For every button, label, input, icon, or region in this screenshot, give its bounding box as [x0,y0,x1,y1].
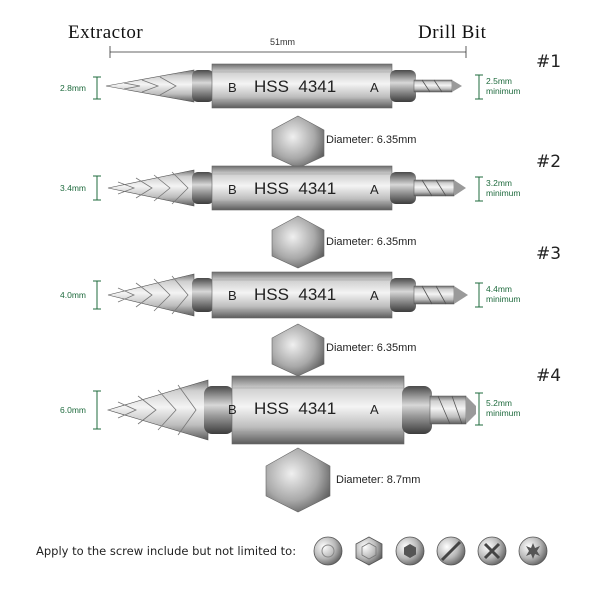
side-b-label-4: B [228,402,237,417]
bit-number-3: #3 [536,244,562,264]
diameter-1: Diameter: 6.35mm [326,134,417,146]
side-b-label-3: B [228,288,237,303]
side-a-label-2: A [370,182,379,197]
hex-head-screw-icon [355,536,383,566]
hex-shank-cross-section-4 [265,447,331,513]
marking-2: HSS 4341 [254,179,337,198]
extractor-size-1: 2.8mm [60,83,86,93]
side-a-label-4: A [370,402,379,417]
diameter-2: Diameter: 6.35mm [326,236,417,248]
side-a-label-1: A [370,80,379,95]
marking-3: HSS 4341 [254,285,337,304]
hex-shank-cross-section-3 [271,323,325,377]
round-stripped-screw-icon [313,536,343,566]
side-b-label-1: B [228,80,237,95]
extractor-bracket-2 [93,175,101,201]
extractor-header: Extractor [68,22,144,43]
length-label: 51mm [270,37,296,47]
bit-body-4 [106,375,476,445]
extractor-size-2: 3.4mm [60,183,86,193]
bit-body-1 [105,63,462,109]
torx-screw-icon [518,536,548,566]
length-dimension-line [109,46,467,58]
diameter-3: Diameter: 6.35mm [326,342,417,354]
hex-socket-screw-icon [395,536,425,566]
bit-number-1: #1 [536,52,562,72]
slotted-screw-icon [436,536,466,566]
extractor-size-3: 4.0mm [60,290,86,300]
bit-number-4: #4 [536,366,562,386]
extractor-bracket-4 [93,390,101,430]
extractor-bracket-3 [93,280,101,310]
drill-bracket-3 [475,282,483,308]
drill-bracket-2 [475,176,483,202]
side-b-label-2: B [228,182,237,197]
diameter-4: Diameter: 8.7mm [336,474,421,486]
drill-bracket-4 [475,392,483,426]
extractor-bracket-1 [93,76,101,100]
bit-number-2: #2 [536,152,562,172]
extractor-size-4: 6.0mm [60,405,86,415]
phillips-screw-icon [477,536,507,566]
marking-4: HSS 4341 [254,399,337,418]
side-a-label-3: A [370,288,379,303]
bit-body-2 [107,165,466,211]
bit-body-3 [107,271,468,319]
hex-shank-cross-section-2 [271,215,325,269]
drill-bit-header: Drill Bit [418,22,487,43]
marking-1: HSS 4341 [254,77,337,96]
drill-bracket-1 [475,74,483,100]
apply-to-screw-text: Apply to the screw include but not limit… [36,544,297,558]
